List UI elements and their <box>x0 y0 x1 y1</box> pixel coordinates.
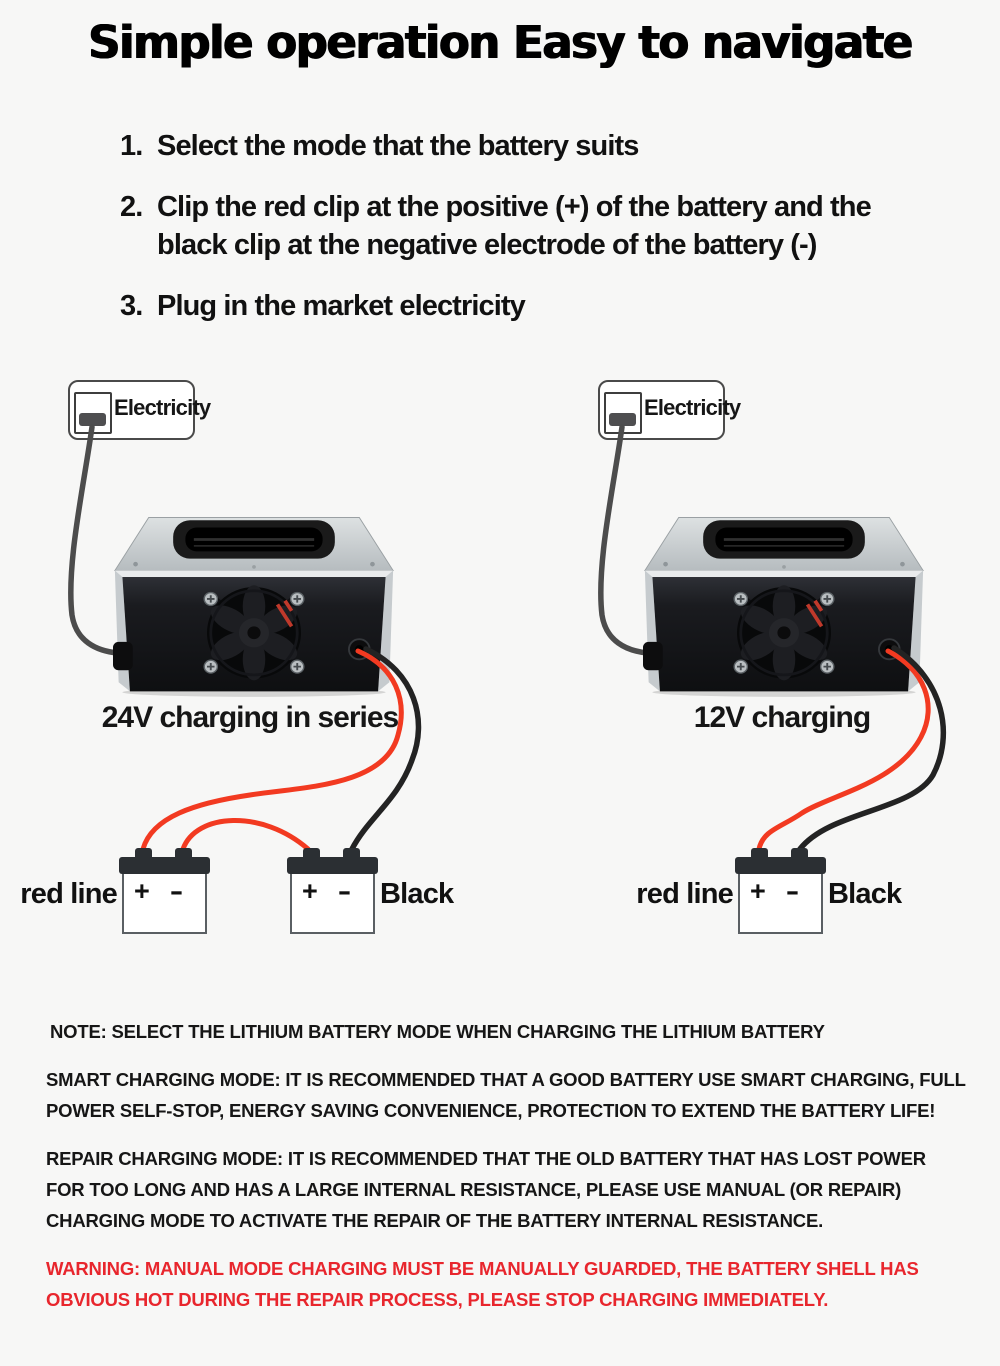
step-2: 2. Clip the red clip at the positive (+)… <box>120 188 920 264</box>
page-title: Simple operation Easy to navigate <box>88 16 913 69</box>
diagram-24v-series: Electricity 24V charging in series + - +… <box>0 375 500 975</box>
plus-sign: + <box>134 876 150 906</box>
wiring-illustration <box>598 424 947 852</box>
wiring-illustration <box>68 424 422 852</box>
step-1: 1. Select the mode that the battery suit… <box>120 127 920 165</box>
electricity-label: Electricity <box>644 395 741 420</box>
battery-terminal-negative <box>791 848 808 859</box>
steps-list: 1. Select the mode that the battery suit… <box>120 127 920 348</box>
step-3: 3. Plug in the market electricity <box>120 287 920 325</box>
red-wire-charger-to-battery <box>756 648 931 852</box>
battery-terminal-positive <box>303 848 320 859</box>
electricity-label: Electricity <box>114 395 211 420</box>
plus-sign: + <box>750 876 766 906</box>
red-wire-series-link <box>180 818 311 852</box>
note-smart-mode: SMART CHARGING MODE: IT IS RECOMMENDED T… <box>46 1069 966 1121</box>
step-1-text: Select the mode that the battery suits <box>157 130 639 162</box>
step-3-number: 3. <box>120 290 143 322</box>
battery-terminal-positive <box>751 848 768 859</box>
minus-sign: - <box>785 876 800 906</box>
step-2-number: 2. <box>120 191 143 223</box>
ac-cord <box>598 424 651 656</box>
red-wire-charger-to-battery1 <box>140 648 404 852</box>
battery-terminal-positive <box>135 848 152 859</box>
ac-cord <box>68 424 121 656</box>
black-label: Black <box>380 878 454 910</box>
caption-12v: 12V charging <box>693 701 871 734</box>
step-1-number: 1. <box>120 130 143 162</box>
battery-terminal-negative <box>175 848 192 859</box>
black-wire-charger-to-battery <box>797 645 947 852</box>
step-2-text: Clip the red clip at the positive (+) of… <box>157 191 872 261</box>
black-label: Black <box>828 878 902 910</box>
battery: + - <box>735 848 826 934</box>
battery-2: + - <box>287 848 378 934</box>
black-wire-charger-to-battery2 <box>349 646 422 852</box>
minus-sign: - <box>169 876 184 906</box>
note-warning: WARNING: MANUAL MODE CHARGING MUST BE MA… <box>46 1258 919 1310</box>
electricity-outlet-box: Electricity <box>598 380 741 440</box>
battery-terminal-negative <box>343 848 360 859</box>
diagram-12v: Electricity 12V charging + - red line Bl… <box>500 375 1000 975</box>
caption-24v: 24V charging in series <box>101 701 399 734</box>
charger-illustration <box>643 517 923 696</box>
minus-sign: - <box>337 876 352 906</box>
note-repair-mode: REPAIR CHARGING MODE: IT IS RECOMMENDED … <box>46 1148 926 1231</box>
charger-illustration <box>113 517 393 696</box>
step-3-text: Plug in the market electricity <box>157 290 526 322</box>
battery-1: + - <box>119 848 210 934</box>
red-line-label: red line <box>20 878 118 910</box>
note-lithium: NOTE: SELECT THE LITHIUM BATTERY MODE WH… <box>50 1021 825 1042</box>
plus-sign: + <box>302 876 318 906</box>
red-line-label: red line <box>636 878 734 910</box>
notes-section: NOTE: SELECT THE LITHIUM BATTERY MODE WH… <box>46 1016 966 1332</box>
